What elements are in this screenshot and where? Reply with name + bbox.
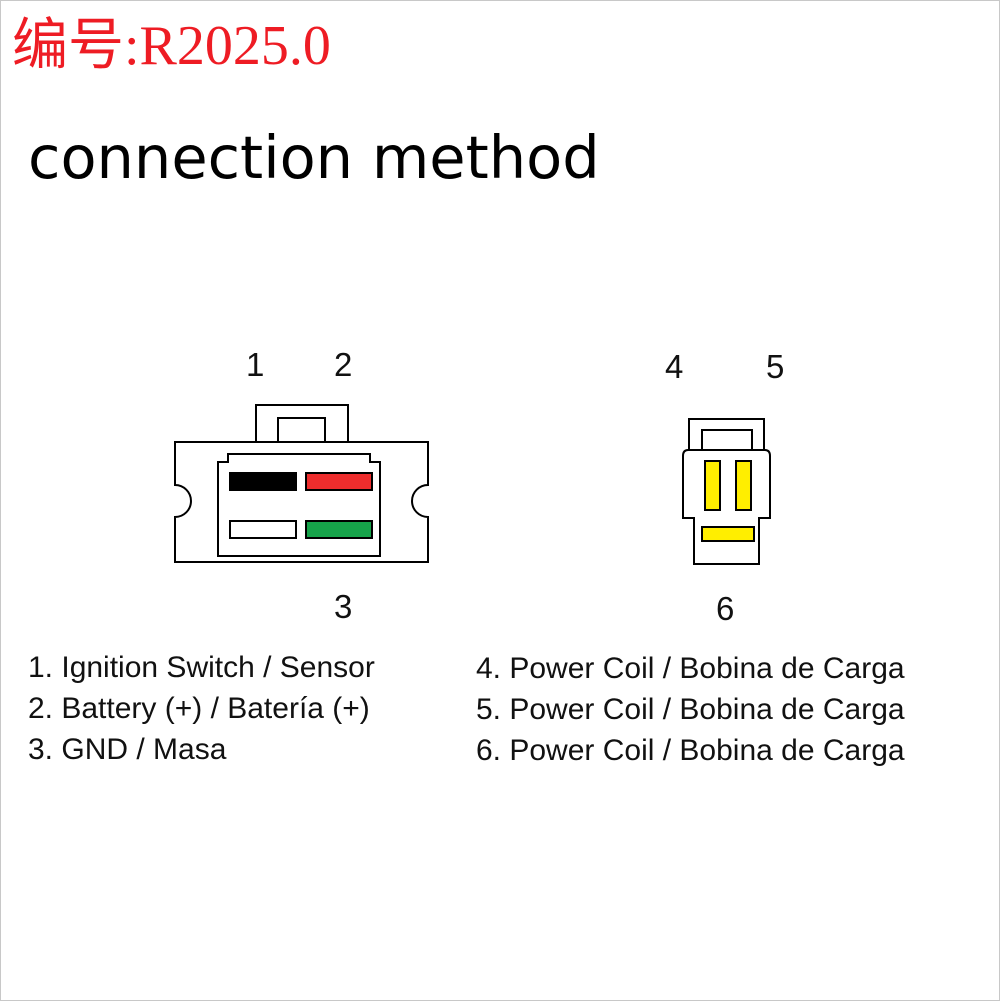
legend-item-6: 6. Power Coil / Bobina de Carga xyxy=(476,734,905,767)
terminal-pin-1-black xyxy=(229,472,297,491)
page-title: connection method xyxy=(28,123,600,192)
connector-b-diagram xyxy=(682,418,771,565)
pin-number-4: 4 xyxy=(665,348,684,385)
connector-b-latch-inner xyxy=(701,429,753,450)
connector-a-latch-inner xyxy=(277,417,326,442)
terminal-green xyxy=(305,520,373,539)
terminal-pin-4-yellow xyxy=(704,460,721,511)
legend-item-5: 5. Power Coil / Bobina de Carga xyxy=(476,693,905,726)
part-code-label: 编号:R2025.0 xyxy=(12,15,331,77)
pin-number-5: 5 xyxy=(766,348,785,385)
connector-a-latch xyxy=(255,404,349,442)
pin-number-3: 3 xyxy=(334,588,353,625)
terminal-pin-5-yellow xyxy=(735,460,752,511)
connector-a-housing xyxy=(174,441,429,563)
connector-b-latch xyxy=(688,418,765,450)
pin-number-1: 1 xyxy=(246,346,265,383)
terminal-pin-2-red xyxy=(305,472,373,491)
terminal-pin-3-white xyxy=(229,520,297,539)
terminal-pin-6-yellow xyxy=(701,526,755,542)
legend-item-4: 4. Power Coil / Bobina de Carga xyxy=(476,652,905,685)
connector-a-cavity xyxy=(217,453,381,557)
legend-item-3: 3. GND / Masa xyxy=(28,733,227,766)
pin-number-6: 6 xyxy=(716,590,735,627)
legend-item-1: 1. Ignition Switch / Sensor xyxy=(28,651,375,684)
connector-a-diagram xyxy=(174,404,429,563)
connector-b-housing xyxy=(682,449,771,565)
legend-item-2: 2. Battery (+) / Batería (+) xyxy=(28,692,370,725)
pin-number-2: 2 xyxy=(334,346,353,383)
